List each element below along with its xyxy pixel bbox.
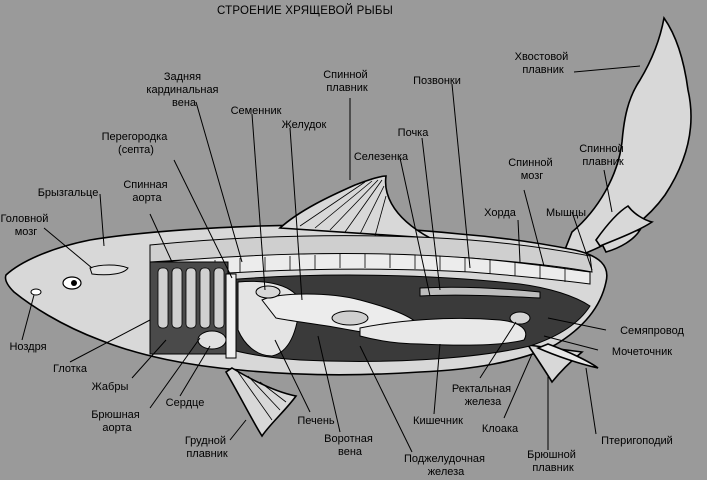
label-septum: Перегородка (септа)	[102, 131, 171, 156]
label-vertebrae: Позвонки	[413, 75, 461, 87]
label-pharynx: Глотка	[53, 363, 88, 375]
label-heart: Сердце	[166, 397, 205, 409]
septum-shape	[225, 273, 237, 359]
label-stomach: Желудок	[282, 119, 327, 131]
label-pterygopodium: Птеригоподий	[601, 435, 673, 447]
label-spiracle: Брызгальце	[38, 187, 99, 199]
testis-shape	[255, 285, 281, 299]
brain-shape	[89, 264, 129, 276]
label-kidney: Почка	[398, 127, 430, 139]
label-caudal-fin: Хвостовой плавник	[515, 51, 572, 76]
label-portal-vein: Воротная вена	[324, 433, 376, 458]
label-intestine: Кишечник	[413, 415, 463, 427]
label-dorsal-aorta: Спинная аорта	[123, 179, 170, 204]
heart-shape	[197, 330, 227, 350]
diagram-title: СТРОЕНИЕ ХРЯЩЕВОЙ РЫБЫ	[217, 4, 393, 17]
dorsal-fin-front-shape	[278, 175, 431, 239]
rectal-gland-shape	[509, 311, 531, 325]
intestine-shape	[359, 317, 527, 346]
leader-lines	[21, 65, 641, 453]
label-ureter: Мочеточник	[612, 346, 672, 358]
dorsal-fin-stripes	[299, 179, 387, 237]
eye-pupil	[71, 280, 77, 286]
nostril-shape	[30, 288, 42, 296]
label-pelvic-fin: Брюшной плавник	[527, 449, 579, 474]
label-ventral-aorta: Брюшная аорта	[91, 409, 143, 434]
spleen-shape	[331, 310, 369, 326]
kidney-shape	[419, 286, 541, 299]
dorsal-fin-rear-shape	[595, 204, 654, 247]
label-spleen: Селезенка	[354, 151, 409, 163]
caudal-fin-shape	[558, 15, 692, 264]
label-spinal-cord: Спинной мозг	[508, 157, 556, 182]
label-pectoral-fin: Грудной плавник	[185, 435, 229, 460]
label-posterior-cardinal-vein: Задняя кардинальная вена	[146, 71, 221, 109]
labels: Задняя кардинальная вена Спинной плавник…	[1, 51, 685, 478]
label-cloaca: Клоака	[482, 423, 519, 435]
label-testis: Семенник	[231, 105, 282, 117]
label-gills: Жабры	[92, 381, 129, 393]
label-rectal-gland: Ректальная железа	[452, 383, 514, 408]
label-nostril: Ноздря	[9, 341, 46, 353]
label-muscles: Мышцы	[546, 207, 586, 219]
label-sperm-duct: Семяпровод	[620, 325, 684, 337]
vertebral-column	[159, 253, 591, 285]
label-liver: Печень	[297, 415, 335, 427]
gill-arches	[157, 267, 225, 329]
pterygopodium-shape	[535, 343, 599, 369]
label-dorsal-fin-front: Спинной плавник	[323, 69, 371, 94]
label-dorsal-fin-rear: Спинной плавник	[579, 143, 627, 168]
label-notochord: Хорда	[484, 207, 517, 219]
pectoral-fin-stripes	[237, 371, 287, 421]
label-brain: Головной мозг	[1, 213, 52, 238]
label-pancreas: Поджелудочная железа	[404, 453, 488, 478]
cutaway-interior	[30, 235, 593, 362]
